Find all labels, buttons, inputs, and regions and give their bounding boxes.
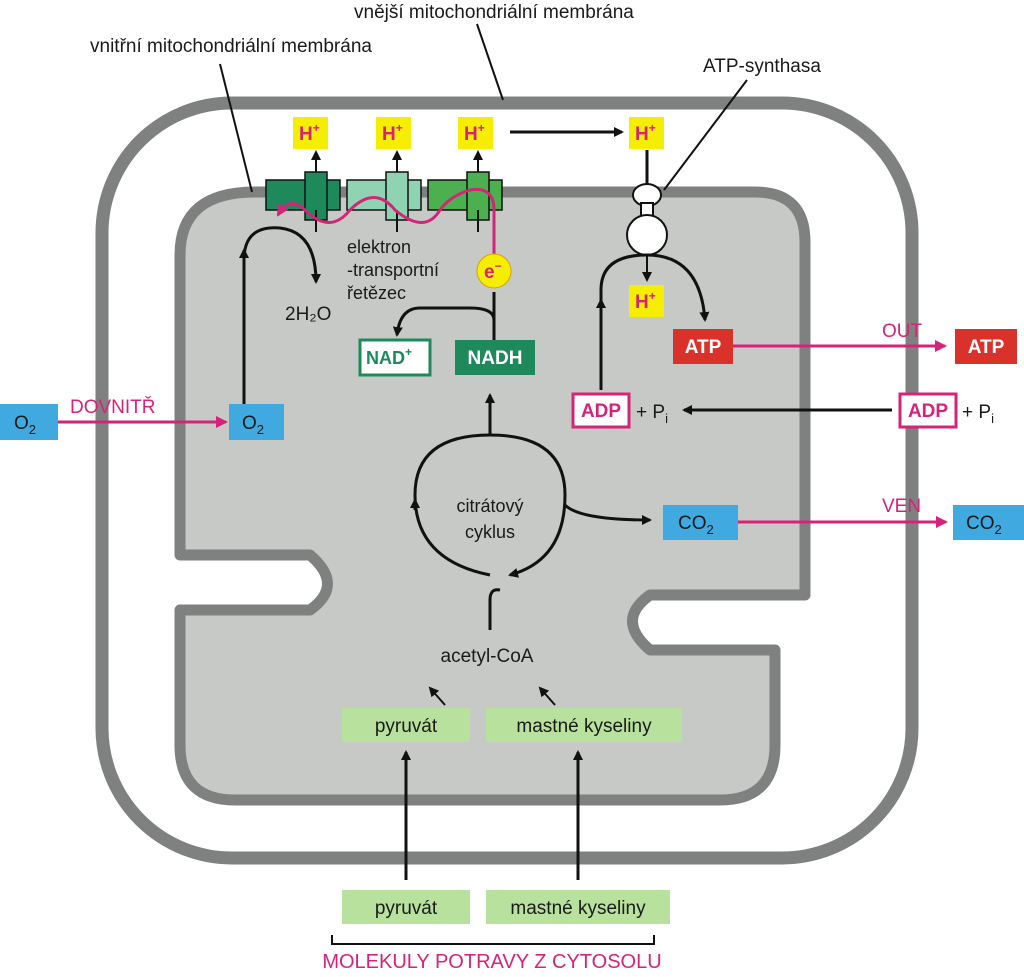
out-label: OUT — [882, 321, 923, 342]
outer-membrane-label: vnější mitochondriální membrána — [354, 2, 634, 23]
o2-outside: O2 — [0, 404, 58, 440]
svg-text:pyruvát: pyruvát — [375, 898, 438, 919]
acetyl-coa-label: acetyl-CoA — [441, 646, 534, 667]
citric-cycle-label-1: citrátový — [456, 496, 523, 516]
pi-outside: + Pi — [962, 402, 994, 426]
svg-text:O2: O2 — [14, 413, 36, 437]
co2-outside: CO2 — [953, 505, 1024, 540]
atp-outside: ATP — [955, 329, 1017, 364]
matrix — [174, 186, 811, 806]
hplus-box-4: H+ — [629, 117, 664, 149]
fatty-acids-inner: mastné kyseliny — [486, 708, 682, 742]
svg-text:e−: e− — [484, 259, 502, 283]
in-label: DOVNITŘ — [70, 396, 156, 418]
etc-label-2: -transportní — [347, 260, 439, 280]
pi-inside: + Pi — [636, 402, 668, 426]
electron-path — [276, 187, 496, 264]
citric-cycle-label-2: cyklus — [465, 522, 515, 542]
hplus-box-3: H+ — [458, 117, 493, 149]
hplus-box-2: H+ — [376, 117, 411, 149]
svg-text:mastné kyseliny: mastné kyseliny — [516, 716, 652, 737]
inner-membrane-label: vnitřní mitochondriální membrána — [90, 36, 372, 57]
atp-synthase — [626, 183, 668, 256]
pyruvate-inner: pyruvát — [342, 708, 470, 742]
svg-text:O2: O2 — [242, 413, 264, 437]
water-label: 2H₂O — [285, 304, 331, 325]
svg-text:NAD+: NAD+ — [366, 345, 412, 368]
atp-synthase-label: ATP-synthasa — [703, 56, 821, 77]
svg-text:H+: H+ — [299, 121, 320, 145]
adp-outside: ADP — [898, 392, 958, 429]
o2-inside: O2 — [229, 404, 284, 440]
svg-text:ATP: ATP — [968, 337, 1005, 358]
svg-text:pyruvát: pyruvát — [375, 716, 438, 737]
svg-text:ADP: ADP — [908, 401, 948, 422]
nad-box: NAD+ — [358, 338, 432, 377]
ven-label: VEN — [882, 496, 921, 517]
svg-text:H+: H+ — [382, 121, 403, 145]
svg-text:CO2: CO2 — [966, 513, 1002, 537]
nadh-box: NADH — [455, 340, 535, 375]
hplus-box-1: H+ — [293, 117, 328, 149]
svg-text:H+: H+ — [635, 289, 656, 313]
co2-inside: CO2 — [663, 505, 738, 540]
svg-text:ATP: ATP — [685, 337, 722, 358]
svg-text:NADH: NADH — [468, 348, 523, 369]
electron-circle: e− — [476, 253, 512, 289]
adp-inside: ADP — [571, 392, 631, 429]
citric-cycle — [410, 393, 652, 630]
food-molecules-label: MOLEKULY POTRAVY Z CYTOSOLU — [322, 951, 661, 972]
etc-label-1: elektron — [347, 237, 411, 257]
fatty-acids-outer: mastné kyseliny — [486, 890, 670, 924]
etc-label-3: řetězec — [347, 283, 406, 303]
svg-text:H+: H+ — [464, 121, 485, 145]
svg-text:ADP: ADP — [581, 401, 621, 422]
svg-text:H+: H+ — [635, 121, 656, 145]
atp-inside: ATP — [673, 329, 733, 364]
svg-text:CO2: CO2 — [678, 513, 714, 537]
hplus-box-5: H+ — [629, 285, 664, 317]
svg-text:mastné kyseliny: mastné kyseliny — [510, 898, 646, 919]
etc-complex-1 — [265, 171, 341, 221]
pyruvate-outer: pyruvát — [342, 890, 470, 924]
